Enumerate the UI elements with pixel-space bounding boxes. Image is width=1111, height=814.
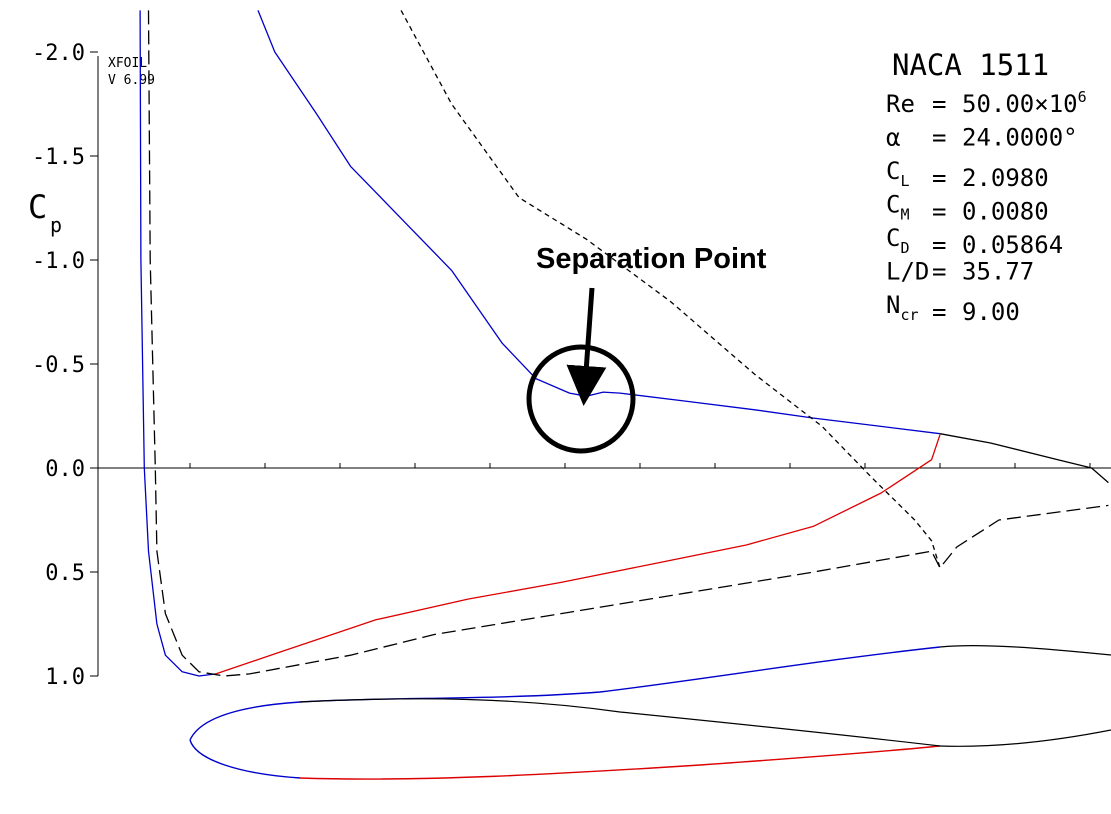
param-row: CL=2.0980	[886, 157, 1049, 192]
y-tick-label: 0.0	[45, 457, 85, 482]
series-line-2	[215, 434, 941, 675]
param-row: α=24.0000°	[886, 124, 1078, 152]
airfoil-upper-black-outline	[939, 644, 1111, 656]
airfoil-outline	[189, 644, 1111, 780]
airfoil-lower-red	[299, 745, 941, 780]
param-row: Ncr=9.00	[886, 291, 1020, 326]
separation-circle	[526, 344, 636, 454]
airfoil-upper-blue	[189, 646, 941, 741]
y-tick-label: -0.5	[32, 353, 85, 378]
param-row: CD=0.05864	[886, 224, 1063, 259]
y-tick-label: -2.0	[32, 41, 85, 66]
separation-point-label: Separation Point	[536, 243, 767, 275]
y-tick-label: -1.0	[32, 249, 85, 274]
series-line-3	[939, 433, 1109, 484]
separation-arrow	[566, 287, 607, 406]
program-name: XFOIL	[108, 56, 147, 71]
param-row: L/D=35.77	[886, 258, 1034, 286]
param-row: Re=50.00×106	[886, 88, 1087, 118]
series-line-5	[400, 10, 941, 568]
y-tick-label: 0.5	[45, 561, 85, 586]
airfoil-title: NACA 1511	[892, 48, 1049, 82]
program-version: V 6.99	[108, 73, 155, 88]
y-tick-label: 1.0	[45, 665, 85, 690]
series-line-0	[139, 10, 216, 677]
series-line-4	[147, 10, 1109, 677]
series-line-1	[257, 10, 941, 435]
y-tick-label: -1.5	[32, 145, 85, 170]
airfoil-camber-black	[299, 698, 941, 747]
airfoil-wake-black	[939, 729, 1111, 747]
y-axis-label-sub: p	[50, 213, 62, 237]
param-row: CM=0.0080	[886, 191, 1049, 226]
y-axis-label: C	[28, 188, 47, 226]
airfoil-lower-blue	[189, 739, 301, 779]
